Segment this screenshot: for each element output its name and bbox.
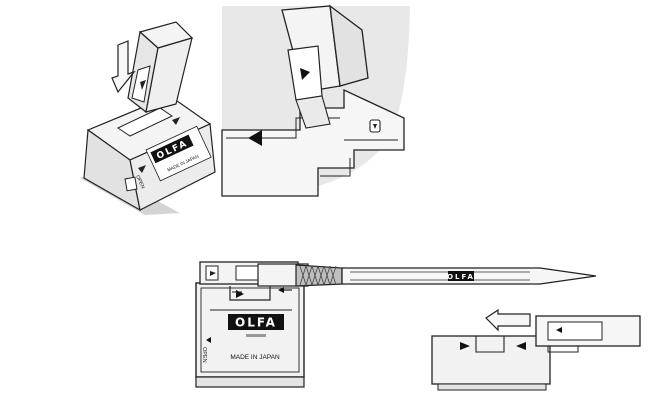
box-notch (229, 286, 271, 301)
knife-grip-knurl (299, 265, 337, 286)
panel-insert-blade: OLFA MADE IN JAPAN OPEN (80, 21, 216, 215)
open-label: OPEN (134, 174, 146, 190)
logo-underline (246, 334, 266, 337)
closeup-holder-tip (295, 95, 331, 129)
box-slot (116, 107, 174, 137)
box-label-panel (145, 125, 212, 182)
notch-arrow-right-icon (278, 287, 284, 293)
box-label: OLFA MADE IN JAPAN (145, 125, 212, 182)
open-arrow-icon-large (206, 337, 211, 343)
box-base (195, 376, 305, 388)
panel-closeup (221, 4, 410, 197)
panel-knife-in-box: OLFA MADE IN JAPAN OPEN OLFA (195, 261, 641, 391)
closeup-lock-mark-icon (373, 124, 377, 129)
box-small (431, 335, 551, 385)
box-lid-window (235, 265, 259, 281)
box-small-arrow-icon (460, 342, 470, 350)
holder-arrow-icon (140, 80, 146, 90)
insert-direction-arrow-icon (111, 40, 136, 94)
slide-holder-tab (547, 346, 579, 353)
olfa-logo-bg (150, 134, 194, 164)
open-arrow-icon (138, 165, 146, 173)
slot-pointer-icon (172, 117, 180, 125)
closeup-plate-inner-edge-2 (320, 139, 398, 177)
handle-logo-text: OLFA (447, 273, 475, 281)
box-front-button (124, 176, 138, 192)
box-small-notch (475, 336, 505, 353)
olfa-logo-text-large: OLFA (235, 316, 277, 330)
slide-direction-arrow-icon (485, 308, 531, 332)
olfa-logo-bg-large (228, 314, 284, 330)
closeup-holder-arrow-icon (300, 68, 310, 80)
open-label-large: OPEN (201, 347, 207, 363)
closeup-plate-arrow-icon (248, 130, 262, 146)
box-small-arrow-2-icon (516, 342, 526, 350)
box-lid-arrow-icon (210, 271, 216, 276)
blade-holder (127, 21, 194, 114)
slide-holder-arrow-icon (556, 327, 562, 333)
knife-body-lines (350, 271, 530, 281)
box-small-base (437, 383, 547, 391)
box-large-inner (200, 287, 300, 373)
holder-right (145, 37, 193, 113)
made-in-japan-label-large: MADE IN JAPAN (230, 354, 280, 361)
closeup-holder-side (329, 4, 369, 87)
handle-logo-bg (448, 271, 474, 281)
slide-holder-window (547, 321, 603, 341)
